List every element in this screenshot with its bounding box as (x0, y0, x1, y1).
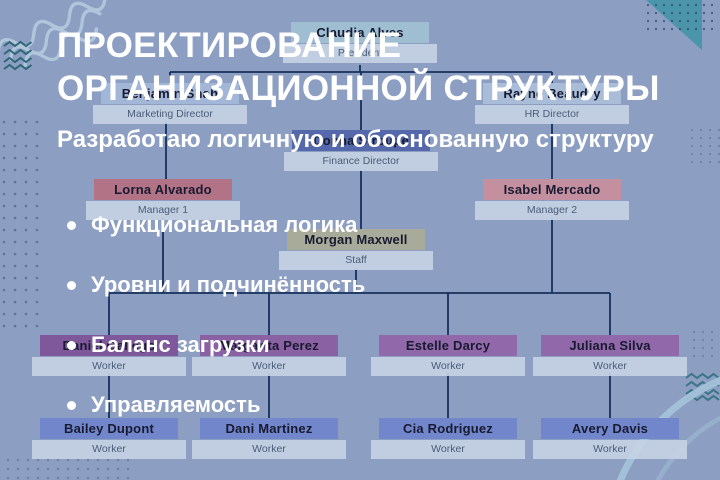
title-line-2: ОРГАНИЗАЦИОННОЙ СТРУКТУРЫ (57, 69, 660, 108)
dot-grid-right-middle (690, 128, 720, 164)
bullet-text: Уровни и подчинённость (91, 272, 366, 297)
org-node-worker-8: Avery Davis Worker (533, 418, 687, 459)
org-node-worker-1: Daniel Gallego Worker (32, 335, 186, 376)
org-node-role: Worker (533, 357, 687, 376)
org-node-name: Avery Davis (541, 418, 679, 439)
org-node-name: Rayne Beaudry (483, 83, 621, 104)
bullet-item: Управляемость (67, 375, 365, 435)
org-node-name: Cia Rodriguez (379, 418, 517, 439)
bullet-text: Баланс загрузки (91, 332, 270, 357)
dot-grid-bottom-left (6, 458, 130, 480)
title-line-1: ПРОЕКТИРОВАНИЕ (57, 26, 402, 65)
org-node-worker-5: Bailey Dupont Worker (32, 418, 186, 459)
org-node-name: Isabel Mercado (483, 179, 621, 200)
org-node-name: Dani Martinez (200, 418, 338, 439)
bullet-dot (67, 400, 76, 410)
bullet-text: Функциональная логика (91, 212, 358, 237)
org-node-name: Daniel Gallego (40, 335, 178, 356)
org-node-name: Bailey Dupont (40, 418, 178, 439)
org-node-role: Worker (371, 440, 525, 459)
org-node-worker-2: Margarita Perez Worker (192, 335, 346, 376)
org-node-role: Marketing Director (93, 105, 247, 124)
bullet-item: Уровни и подчинённость (67, 255, 365, 315)
bullet-dot (67, 280, 76, 290)
org-node-worker-7: Cia Rodriguez Worker (371, 418, 525, 459)
bullet-item: Функциональная логика (67, 195, 365, 255)
org-node-president: Claudia Alves President (283, 22, 437, 63)
subtitle: Разработаю логичную и обоснованную струк… (57, 126, 654, 153)
org-node-manager-1: Lorna Alvarado Manager 1 (86, 179, 240, 220)
org-node-worker-4: Juliana Silva Worker (533, 335, 687, 376)
org-node-manager-2: Isabel Mercado Manager 2 (475, 179, 629, 220)
org-node-finance-director: Donna Stroupe Finance Director (284, 130, 438, 171)
org-node-hr-director: Rayne Beaudry HR Director (475, 83, 629, 124)
zigzag-decoration-left (3, 40, 33, 71)
org-node-role: Worker (192, 440, 346, 459)
org-node-name: Donna Stroupe (292, 130, 430, 151)
org-node-worker-6: Dani Martinez Worker (192, 418, 346, 459)
org-node-staff: Morgan Maxwell Staff (279, 229, 433, 270)
org-node-role: Manager 2 (475, 201, 629, 220)
org-node-role: Worker (371, 357, 525, 376)
org-node-name: Benjamin Shah (101, 83, 239, 104)
org-node-role: Worker (32, 440, 186, 459)
bullet-item: Баланс загрузки (67, 315, 365, 375)
bullet-list: Функциональная логика Уровни и подчинённ… (67, 195, 365, 435)
dot-grid-right-lower (692, 330, 720, 358)
dot-grid-top-right (646, 3, 714, 31)
bullet-text: Управляемость (91, 392, 261, 417)
org-node-name: Claudia Alves (291, 22, 429, 43)
org-node-name: Lorna Alvarado (94, 179, 232, 200)
dot-grid-left (2, 120, 39, 328)
org-node-role: Manager 1 (86, 201, 240, 220)
scribble-decoration (0, 0, 107, 67)
org-node-name: Juliana Silva (541, 335, 679, 356)
bullet-dot (67, 340, 76, 350)
org-node-role: Finance Director (284, 152, 438, 171)
org-node-marketing-director: Benjamin Shah Marketing Director (93, 83, 247, 124)
org-node-worker-3: Estelle Darcy Worker (371, 335, 525, 376)
page-title: ПРОЕКТИРОВАНИЕ ОРГАНИЗАЦИОННОЙ СТРУКТУРЫ (57, 24, 717, 110)
org-node-role: Staff (279, 251, 433, 270)
org-node-role: Worker (533, 440, 687, 459)
org-node-name: Morgan Maxwell (287, 229, 425, 250)
org-node-name: Margarita Perez (200, 335, 338, 356)
org-node-role: HR Director (475, 105, 629, 124)
org-node-role: President (283, 44, 437, 63)
org-node-name: Estelle Darcy (379, 335, 517, 356)
org-node-role: Worker (192, 357, 346, 376)
org-node-role: Worker (32, 357, 186, 376)
bullet-dot (67, 220, 76, 230)
